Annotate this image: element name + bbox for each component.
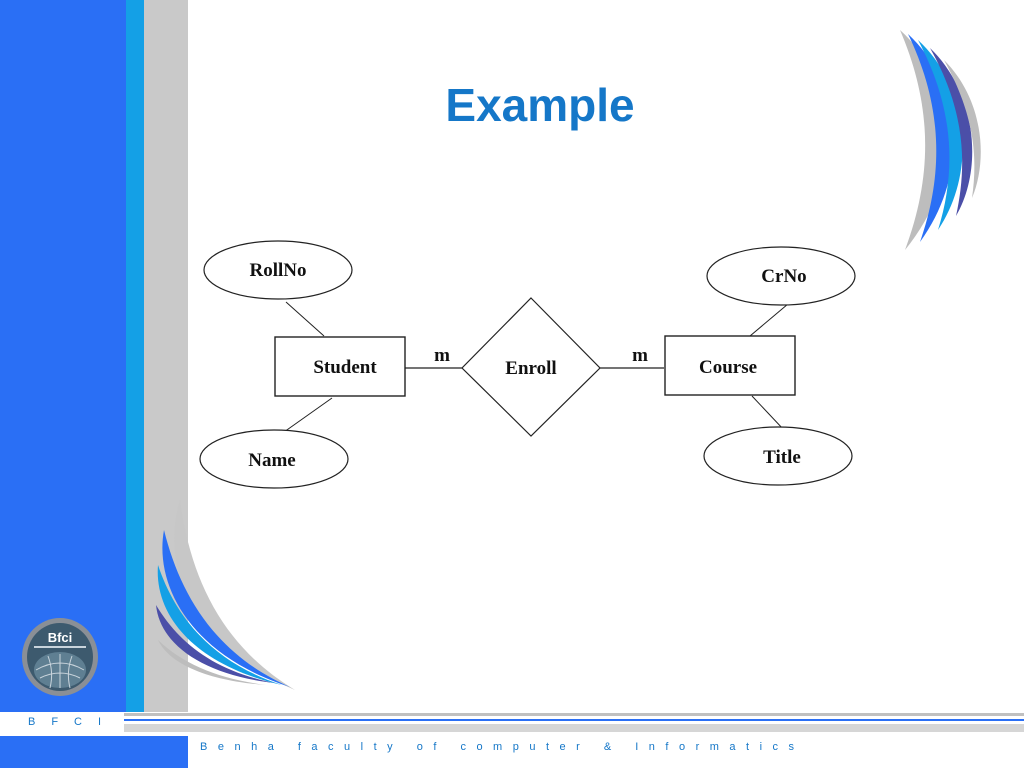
footer-abbrev: BFCI xyxy=(28,716,118,728)
attribute-name: Name xyxy=(199,429,349,489)
line-name-student xyxy=(283,397,333,433)
logo-text: Bfci xyxy=(48,630,73,645)
bfci-globe-logo-icon: Bfci xyxy=(22,618,98,696)
entity-course-label: Course xyxy=(699,357,757,378)
attribute-title: Title xyxy=(703,426,853,486)
line-rollno-student xyxy=(285,301,325,337)
cardinality-student-enroll: m xyxy=(434,345,450,366)
cardinality-enroll-course: m xyxy=(632,345,648,366)
attribute-rollno: RollNo xyxy=(203,240,353,300)
entity-course: Course xyxy=(664,335,796,396)
left-blue-band xyxy=(0,0,126,712)
attribute-rollno-label: RollNo xyxy=(250,260,307,281)
footer-text: Benha faculty of computer & Informatics xyxy=(200,741,805,753)
er-diagram: RollNo Name CrNo Title Student Course En… xyxy=(196,210,862,512)
relationship-enroll-label: Enroll xyxy=(505,358,556,379)
footer-divider xyxy=(124,713,1024,716)
line-title-course xyxy=(751,395,785,431)
entity-student-label: Student xyxy=(313,357,377,378)
attribute-name-label: Name xyxy=(248,450,295,471)
entity-student: Student xyxy=(274,336,406,397)
bottom-left-swoosh-icon xyxy=(156,500,295,690)
line-crno-course xyxy=(749,303,789,337)
footer-left-band xyxy=(0,736,188,768)
attribute-crno: CrNo xyxy=(706,246,856,306)
top-right-swoosh-icon xyxy=(900,30,981,250)
footer-divider-blue xyxy=(124,719,1024,721)
footer-divider-gray xyxy=(124,724,1024,732)
relationship-enroll: Enroll xyxy=(461,297,601,437)
left-cyan-band xyxy=(126,0,144,712)
footer-abbrev-box xyxy=(0,714,124,736)
slide-title: Example xyxy=(445,79,635,131)
attribute-title-label: Title xyxy=(763,447,801,468)
attribute-crno-label: CrNo xyxy=(761,266,806,287)
